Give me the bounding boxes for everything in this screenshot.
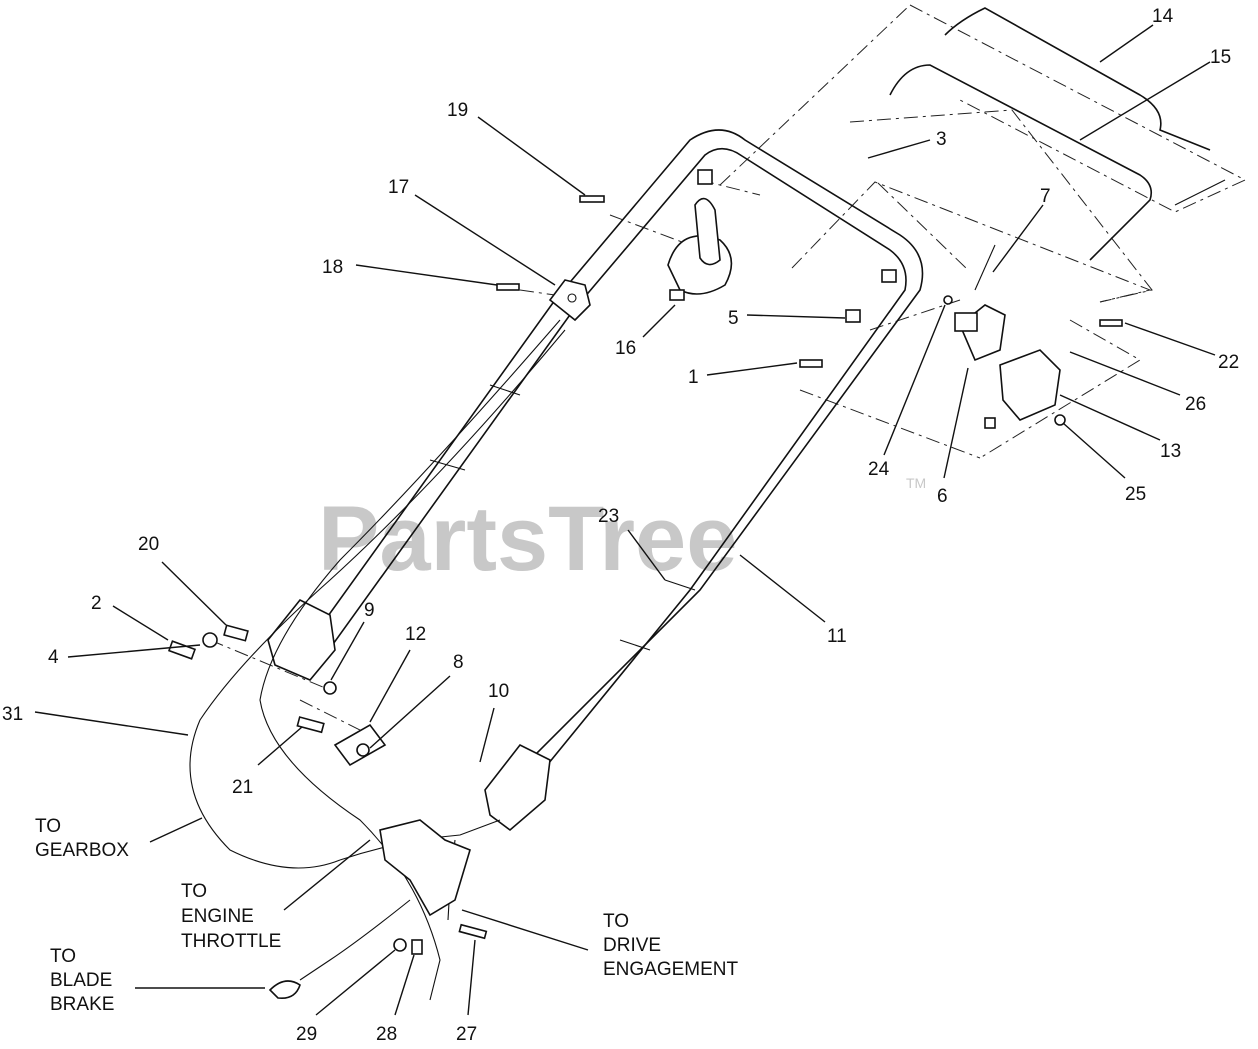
note-throttle-line2: ENGINE xyxy=(181,906,254,927)
callout-17: 17 xyxy=(388,177,409,198)
callout-21: 21 xyxy=(232,777,253,798)
note-gearbox-line1: TO xyxy=(35,816,61,837)
callout-7: 7 xyxy=(1040,186,1051,207)
note-throttle-line3: THROTTLE xyxy=(181,931,281,952)
exploded-view-planes xyxy=(209,4,1247,741)
throttle-control xyxy=(667,197,733,301)
callout-23: 23 xyxy=(598,506,619,527)
callout-29: 29 xyxy=(296,1024,317,1045)
watermark-trademark: TM xyxy=(906,475,926,491)
callout-18: 18 xyxy=(322,257,343,278)
callout-27: 27 xyxy=(456,1024,477,1045)
callout-13: 13 xyxy=(1160,441,1181,462)
note-brake-line1: TO xyxy=(50,946,76,967)
note-brake-line2: BLADE xyxy=(50,970,112,991)
callout-14: 14 xyxy=(1152,6,1174,27)
hardware xyxy=(167,169,1123,1000)
bail-bars xyxy=(889,7,1226,261)
callout-4: 4 xyxy=(48,647,59,668)
control-cables xyxy=(189,319,566,1001)
note-drive-line1: TO xyxy=(603,911,629,932)
callout-10: 10 xyxy=(488,681,509,702)
callout-9: 9 xyxy=(364,600,375,621)
callout-6: 6 xyxy=(937,486,948,507)
callout-1: 1 xyxy=(688,367,699,388)
callout-20: 20 xyxy=(138,534,159,555)
callout-24: 24 xyxy=(868,459,890,480)
watermark-text: PartsTree xyxy=(318,488,737,590)
note-drive-line2: DRIVE xyxy=(603,935,661,956)
callout-25: 25 xyxy=(1125,484,1146,505)
callout-2: 2 xyxy=(91,593,102,614)
note-brake-line3: BRAKE xyxy=(50,994,114,1015)
callout-16: 16 xyxy=(615,338,636,359)
handle-frame xyxy=(299,129,924,781)
routing-notes: TO GEARBOX TO ENGINE THROTTLE TO DRIVE E… xyxy=(35,816,739,1015)
callout-28: 28 xyxy=(376,1024,397,1045)
callout-5: 5 xyxy=(728,308,739,329)
leader-lines xyxy=(34,24,1216,1016)
note-drive-line3: ENGAGEMENT xyxy=(603,959,739,980)
callout-19: 19 xyxy=(447,100,468,121)
callout-22: 22 xyxy=(1218,352,1239,373)
callout-12: 12 xyxy=(405,624,426,645)
callout-11: 11 xyxy=(827,626,847,647)
callout-8: 8 xyxy=(453,652,464,673)
callout-numbers: 14 15 19 3 17 7 18 5 22 16 1 26 13 24 6 … xyxy=(2,6,1239,1045)
callout-31: 31 xyxy=(2,704,23,725)
brake-lever-assembly xyxy=(954,244,1061,429)
callout-3: 3 xyxy=(936,129,947,150)
upper-bracket xyxy=(548,279,591,322)
note-throttle-line1: TO xyxy=(181,881,207,902)
callout-15: 15 xyxy=(1210,47,1231,68)
note-gearbox-line2: GEARBOX xyxy=(35,840,129,861)
callout-26: 26 xyxy=(1185,394,1206,415)
